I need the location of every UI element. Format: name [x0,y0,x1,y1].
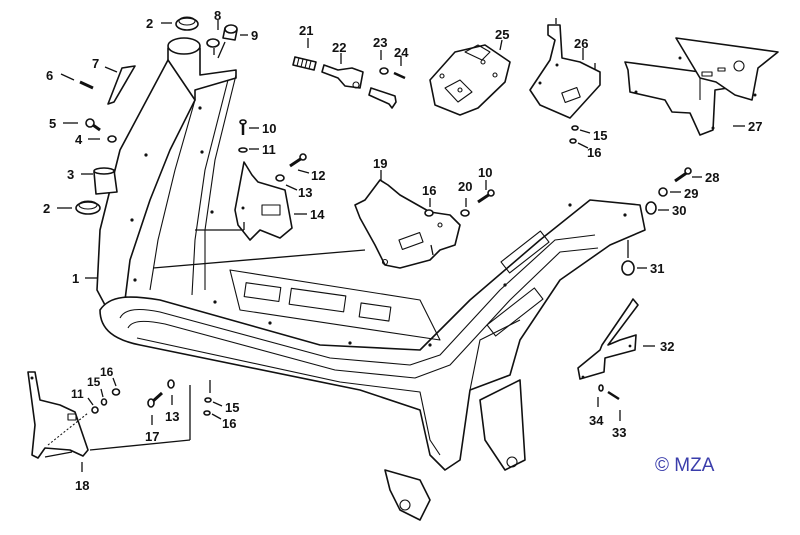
part-33-screw [607,390,620,401]
callout-29: 29 [684,186,698,201]
callout-8: 8 [214,8,221,23]
callout-16: 16 [422,183,436,198]
callout-12: 12 [311,168,325,183]
callout-15: 15 [87,375,101,389]
callout-10: 10 [478,165,492,180]
part-12-bolt [289,153,307,168]
copyright-watermark: © MZA [655,455,715,476]
main-frame [96,37,646,521]
part-10-bolt [239,119,247,135]
part-10-bolt-middle [477,189,495,204]
part-3-bushing [93,167,118,195]
part-29-washer [658,187,668,197]
part-32-bracket [577,298,639,380]
callout-32: 32 [660,339,674,354]
callout-11: 11 [71,387,84,401]
callout-15: 15 [593,128,607,143]
part-30-washer [645,201,657,215]
part-9-bushing [217,24,238,59]
part-31-bushing [621,260,635,276]
part-13-washer [275,174,285,182]
callout-22: 22 [332,40,346,55]
part-5-bolt [85,118,101,132]
callout-13: 13 [165,409,179,424]
callout-18: 18 [75,478,89,493]
callout-20: 20 [458,179,472,194]
callout-9: 9 [251,28,258,43]
callout-30: 30 [672,203,686,218]
callout-19: 19 [373,156,387,171]
callout-27: 27 [748,119,762,134]
leader-lines [44,20,745,472]
callout-21: 21 [299,23,313,38]
callout-2: 2 [43,201,50,216]
part-15-ring-lower [204,397,212,403]
part-26-bracket [529,18,601,119]
part-27-battery-box [624,37,779,136]
callout-24: 24 [394,45,409,60]
part-34-washer [598,384,604,392]
part-11-washer-lower [91,406,99,414]
callout-25: 25 [495,27,509,42]
part-23-washer [379,67,389,75]
part-18-bracket [27,371,89,459]
callout-31: 31 [650,261,664,276]
part-7-plate [107,65,136,105]
callout-13: 13 [298,185,312,200]
callout-26: 26 [574,36,588,51]
part-2-lower-bushing [75,200,101,215]
part-22-lock-cylinder [321,64,397,109]
part-15-ring-top [571,125,579,131]
part-16-nut-lower-left [111,388,121,396]
part-15-ring-lower-left [100,398,108,406]
callout-5: 5 [49,116,56,131]
callout-17: 17 [145,429,159,444]
callout-3: 3 [67,167,74,182]
callout-16: 16 [587,145,601,160]
part-20-washer [460,209,470,217]
callout-10: 10 [262,121,276,136]
part-16-nut-top [569,138,577,144]
part-24-screw [393,71,406,80]
callout-14: 14 [310,207,325,222]
part-14-bracket [234,161,293,241]
callout-23: 23 [373,35,387,50]
part-21-spring [292,56,317,71]
callout-1: 1 [72,271,79,286]
part-19-bracket [354,179,461,269]
callout-33: 33 [612,425,626,440]
part-13-washer-lower [167,379,175,389]
part-16-nut-middle [424,209,434,217]
callout-16: 16 [100,365,114,379]
part-11-washer [238,147,248,153]
part-17-bolt [147,391,164,408]
callout-16: 16 [222,416,236,431]
callout-11: 11 [262,142,276,157]
callout-15: 15 [225,400,239,415]
part-8-cap [206,38,220,55]
part-6-screw [79,80,94,90]
part-28-bolt [674,167,692,183]
callout-28: 28 [705,170,719,185]
callout-6: 6 [46,68,53,83]
part-2-top-bushing [175,16,199,31]
part-16-nut-lower [203,410,211,416]
callout-2: 2 [146,16,153,31]
callout-4: 4 [75,132,83,147]
callout-labels: 2 8 9 7 6 5 4 3 2 1 10 11 12 13 14 21 22… [43,8,762,493]
callout-7: 7 [92,56,99,71]
part-25-rubber-mount [429,44,511,116]
part-4-nut [107,135,117,143]
callout-34: 34 [589,413,604,428]
